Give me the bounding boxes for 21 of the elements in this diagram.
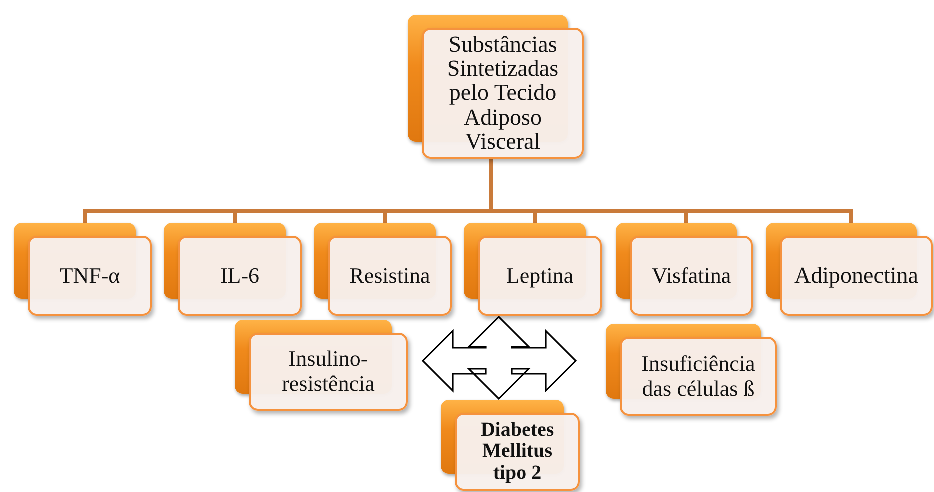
node-label: Insulino-resistência — [281, 347, 376, 397]
node-label: IL-6 — [220, 264, 260, 288]
process-box — [606, 324, 777, 416]
process-box — [314, 223, 452, 316]
node-label: TNF-α — [60, 264, 120, 288]
process-box — [408, 15, 584, 159]
node-label: Substâncias Sintetizadas pelo Tecido Adiposo Visceral — [446, 33, 560, 154]
node-label: Resistina — [350, 264, 430, 288]
node-label: Adiponectina — [794, 263, 918, 289]
process-box — [441, 400, 580, 491]
node-label: Leptina — [506, 264, 574, 288]
process-box — [235, 320, 408, 411]
node-label: Visfatina — [652, 264, 732, 288]
process-box — [164, 223, 302, 316]
process-box — [616, 223, 753, 316]
quad-arrow — [422, 316, 578, 400]
process-box — [464, 223, 602, 316]
process-box — [14, 223, 152, 316]
node-label: Diabetes Mellitus tipo 2 — [480, 420, 556, 484]
node-label: Insuficiência das células ß — [640, 352, 756, 402]
process-box — [766, 223, 933, 316]
